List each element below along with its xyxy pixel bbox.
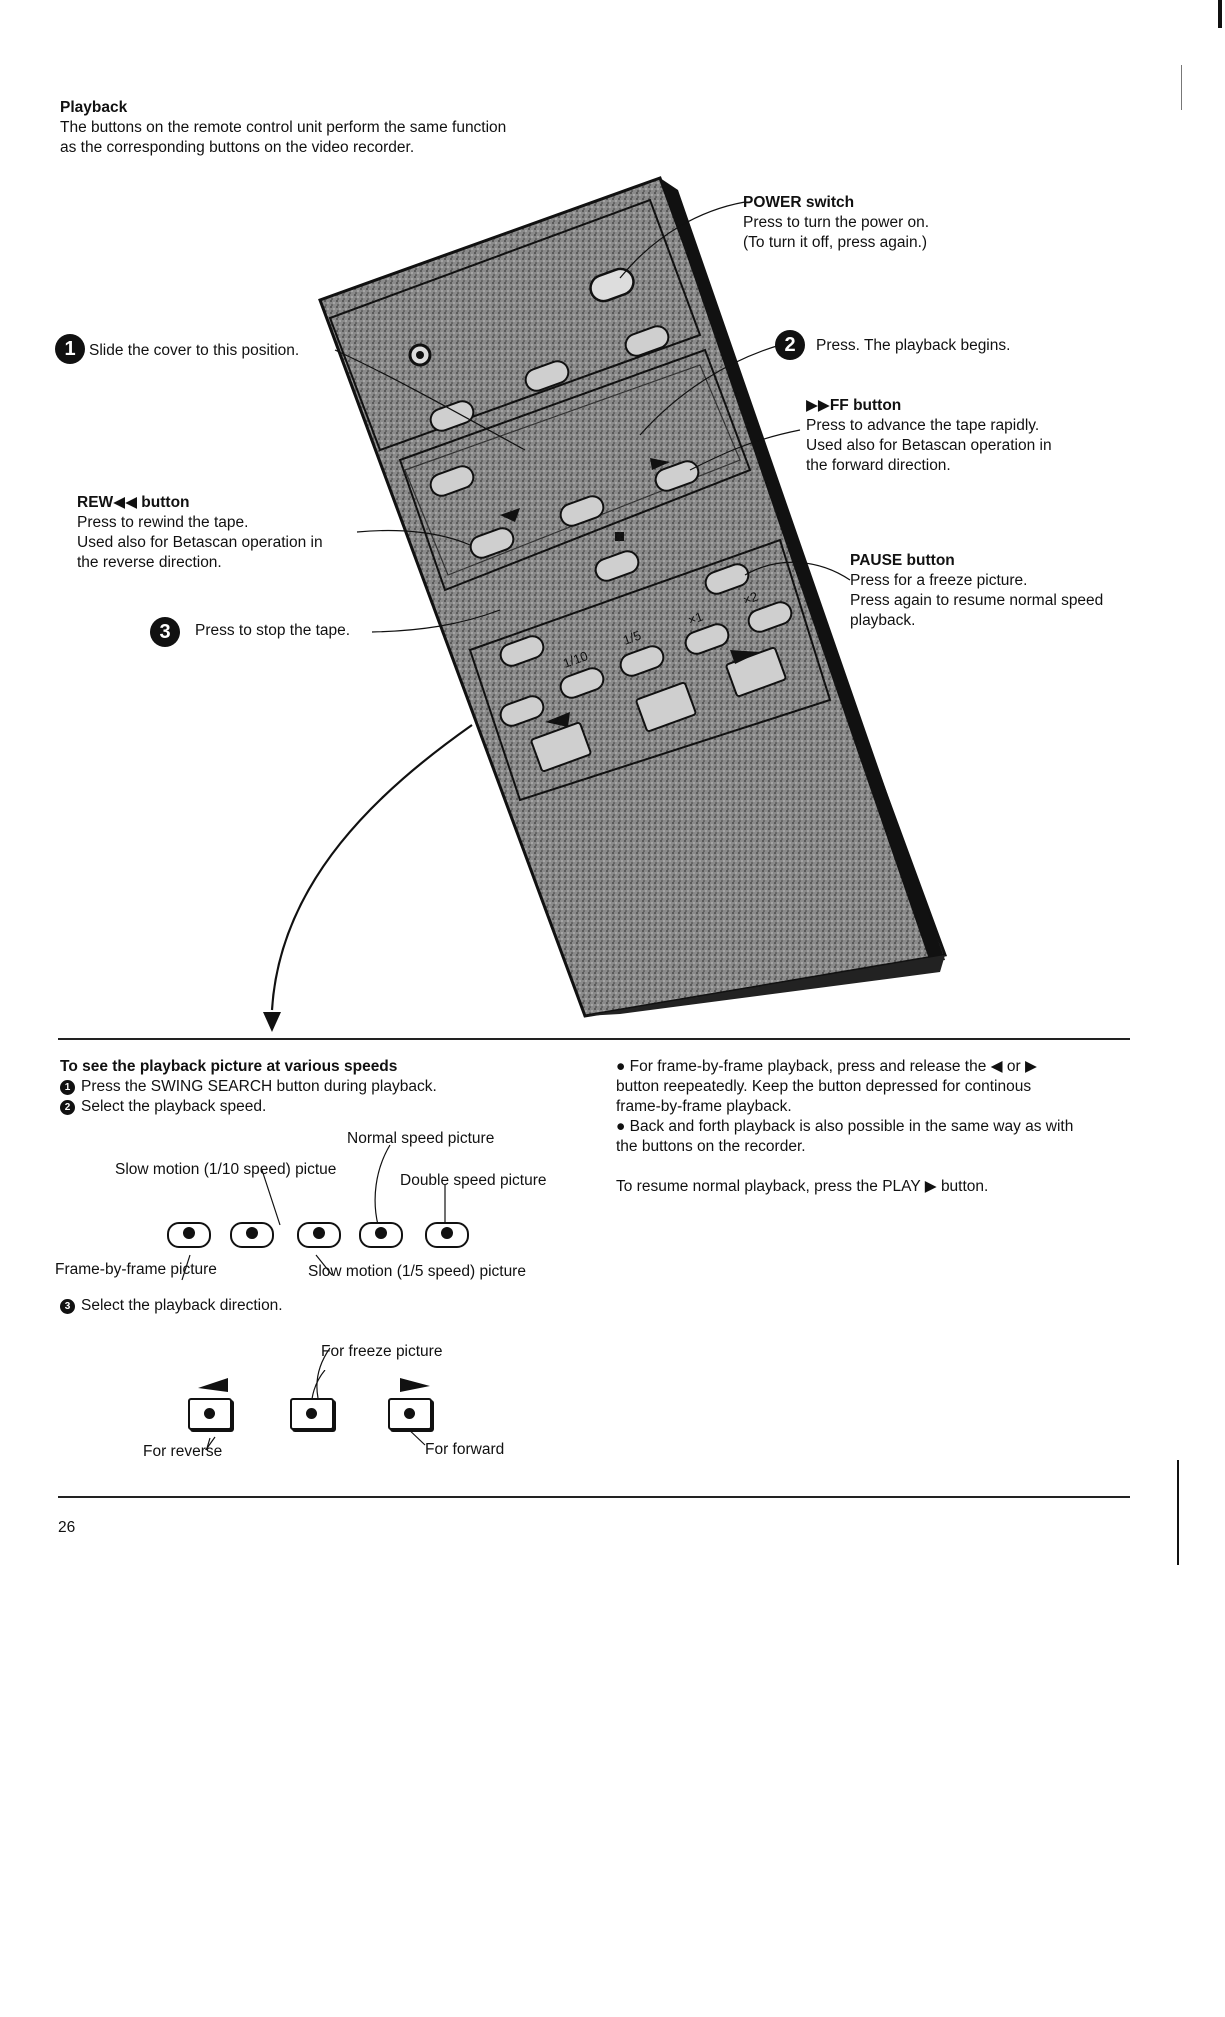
ff-button-text-1: Press to advance the tape rapidly. — [806, 417, 1040, 434]
note-resume-playback: To resume normal playback, press the PLA… — [616, 1178, 989, 1195]
speed-button-normal — [359, 1222, 403, 1248]
label-double-speed: Double speed picture — [400, 1172, 547, 1189]
curved-arrow — [270, 724, 473, 1011]
remote-label-x1: ×1 — [686, 609, 705, 628]
remote-button — [619, 645, 665, 677]
leader-stop — [371, 609, 501, 633]
scan-mark — [1218, 0, 1222, 28]
remote-label-1-5: 1/5 — [621, 628, 643, 648]
scan-mark — [1181, 65, 1182, 110]
step-3-marker: 3 — [150, 617, 180, 647]
remote-edge — [660, 178, 945, 962]
remote-cover-panel — [398, 348, 752, 592]
speeds-step-1-number: 1 — [60, 1080, 75, 1095]
label-freeze: For freeze picture — [321, 1343, 443, 1360]
leader-step2 — [639, 344, 781, 436]
label-for-reverse: For reverse — [143, 1443, 223, 1460]
rew-button-title: REW◀◀ button — [77, 494, 190, 511]
speeds-step-3-number: 3 — [60, 1299, 75, 1314]
label-normal-speed: Normal speed picture — [347, 1130, 495, 1147]
leader-pause — [744, 561, 851, 581]
pause-button-text-2: Press again to resume normal speed — [850, 592, 1104, 609]
pause-button — [704, 563, 750, 595]
rew-button-text-3: the reverse direction. — [77, 554, 222, 571]
rew-button — [469, 527, 515, 559]
power-switch-text-2: (To turn it off, press again.) — [743, 234, 928, 251]
step-2-text: Press. The playback begins. — [816, 337, 1011, 354]
note-back-and-forth: ● Back and forth playback is also possib… — [616, 1118, 1074, 1155]
pause-button-text-3: playback. — [850, 612, 916, 629]
step-1-marker: 1 — [55, 334, 85, 364]
remote-button — [429, 465, 475, 497]
remote-lower-panel — [468, 538, 832, 802]
scan-mark — [1177, 1460, 1179, 1565]
step-3-text: Press to stop the tape. — [195, 622, 351, 639]
stop-square-icon — [615, 532, 624, 541]
ff-button — [654, 460, 700, 492]
remote-button — [499, 635, 545, 667]
remote-button — [747, 601, 793, 633]
remote-button — [684, 623, 730, 655]
label-frame-by-frame: Frame-by-frame picture — [55, 1261, 217, 1278]
label-for-forward: For forward — [425, 1441, 505, 1458]
label-slow-1-10: Slow motion (1/10 speed) pictue — [115, 1161, 337, 1178]
remote-button — [499, 695, 545, 727]
remote-control-illustration: 1/10 1/5 ×1 ×2 — [263, 176, 948, 1032]
stop-button — [594, 550, 640, 582]
power-switch — [589, 267, 635, 303]
speeds-heading: To see the playback picture at various s… — [60, 1058, 398, 1075]
speed-button-frame — [167, 1222, 211, 1248]
forward-arrow-icon — [730, 650, 760, 664]
direction-button-reverse — [188, 1398, 232, 1430]
section-divider — [58, 1038, 1130, 1040]
freeze-square-button — [635, 681, 697, 733]
ff-arrow-icon — [650, 458, 670, 470]
curved-arrow-head — [263, 1012, 281, 1032]
power-switch-text-1: Press to turn the power on. — [743, 214, 930, 231]
ff-button-title: ▶▶FF button — [806, 397, 902, 414]
rew-button-text-2: Used also for Betascan operation in — [77, 534, 323, 551]
leader-power — [619, 201, 746, 279]
remote-button — [559, 667, 605, 699]
rew-arrow-icon — [500, 508, 520, 522]
play-button — [559, 495, 605, 527]
direction-button-forward — [388, 1398, 432, 1430]
remote-top-panel — [328, 198, 702, 452]
leader-rew — [356, 529, 471, 546]
ff-button-text-2: Used also for Betascan operation in — [806, 437, 1052, 454]
remote-button — [624, 325, 670, 357]
intro-line-1: The buttons on the remote control unit p… — [60, 119, 507, 136]
bottom-divider — [58, 1496, 1130, 1498]
leader-step1 — [334, 349, 526, 451]
label-slow-1-5: Slow motion (1/5 speed) picture — [308, 1263, 526, 1280]
rew-button-text-1: Press to rewind the tape. — [77, 514, 249, 531]
note-frame-by-frame: ● For frame-by-frame playback, press and… — [616, 1058, 1037, 1115]
reverse-arrow-icon — [545, 712, 570, 727]
leader-ff — [689, 429, 801, 471]
speed-button-slow-1-5 — [297, 1222, 341, 1248]
forward-arrow-icon — [400, 1378, 430, 1392]
reverse-arrow-icon — [198, 1378, 228, 1392]
page-number: 26 — [58, 1519, 76, 1536]
power-switch-title: POWER switch — [743, 194, 855, 211]
speed-button-slow-1-10 — [230, 1222, 274, 1248]
page-title: Playback — [60, 99, 128, 116]
intro-line-2: as the corresponding buttons on the vide… — [60, 139, 415, 156]
reverse-square-button — [530, 721, 592, 773]
remote-button — [429, 400, 475, 432]
ff-button-text-3: the forward direction. — [806, 457, 951, 474]
direction-button-freeze — [290, 1398, 334, 1430]
speeds-step-2-number: 2 — [60, 1100, 75, 1115]
pause-button-text-1: Press for a freeze picture. — [850, 572, 1028, 589]
pause-button-title: PAUSE button — [850, 552, 955, 569]
step-2-marker: 2 — [775, 330, 805, 360]
remote-label-x2: ×2 — [741, 589, 760, 608]
remote-button — [524, 360, 570, 392]
speed-button-double — [425, 1222, 469, 1248]
step-1-text: Slide the cover to this position. — [89, 342, 300, 359]
